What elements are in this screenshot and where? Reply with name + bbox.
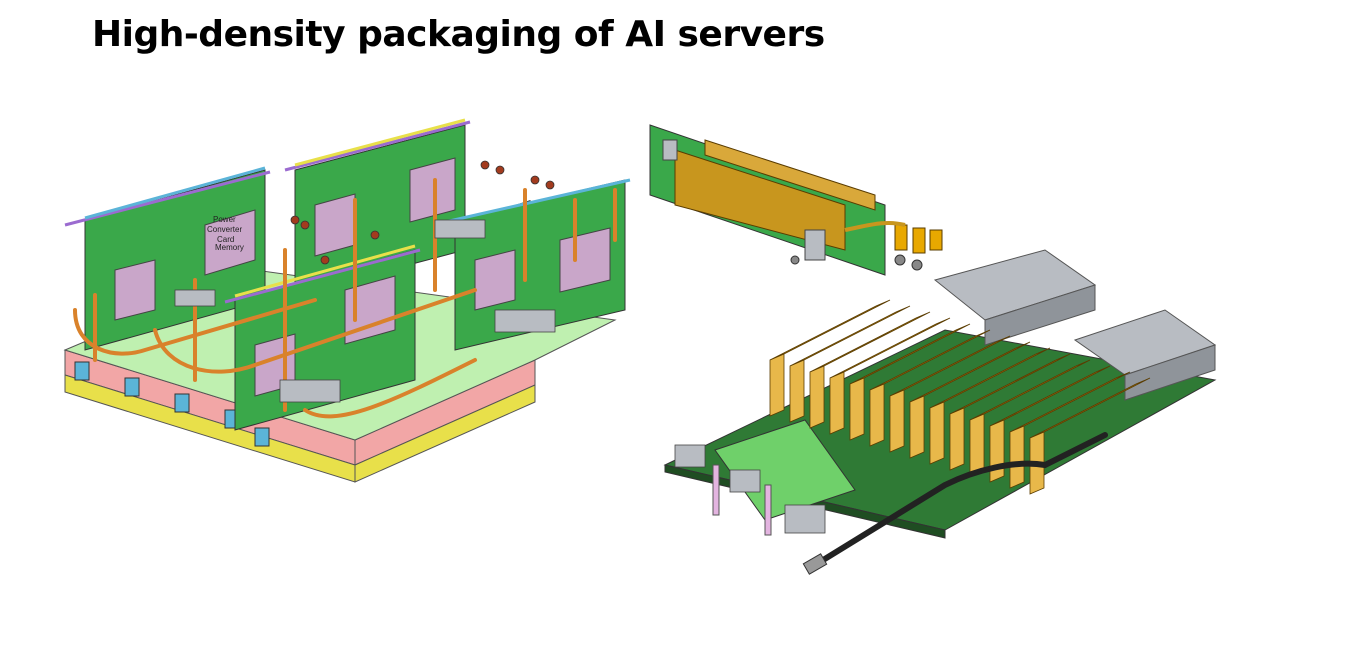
server-assembly-render: Power Converter Card Memory: [63, 118, 631, 483]
card-label-card: Card: [217, 235, 234, 244]
motherboard-render: [663, 249, 1217, 575]
card-label-power: Power: [213, 215, 236, 224]
cold-plate-face: [1009, 425, 1025, 489]
card-label-converter: Converter: [207, 225, 242, 234]
cold-plate-face: [889, 389, 905, 453]
cold-plate-face: [949, 407, 965, 471]
cold-plate-face: [789, 359, 805, 423]
cold-plate-face: [969, 413, 985, 477]
cold-plate-card-render: [649, 124, 943, 276]
cold-plate-face: [769, 353, 785, 417]
cold-plate-face: [869, 383, 885, 447]
cold-plate-face: [849, 377, 865, 441]
cold-plate: [769, 299, 891, 361]
cold-plate-face: [929, 401, 945, 465]
cold-plate-face: [829, 371, 845, 435]
cold-plate-face: [909, 395, 925, 459]
cold-plate-face: [989, 419, 1005, 483]
cold-plate-face: [809, 365, 825, 429]
page-title: High-density packaging of AI servers: [92, 14, 825, 55]
card-label-memory: Memory: [215, 243, 244, 252]
